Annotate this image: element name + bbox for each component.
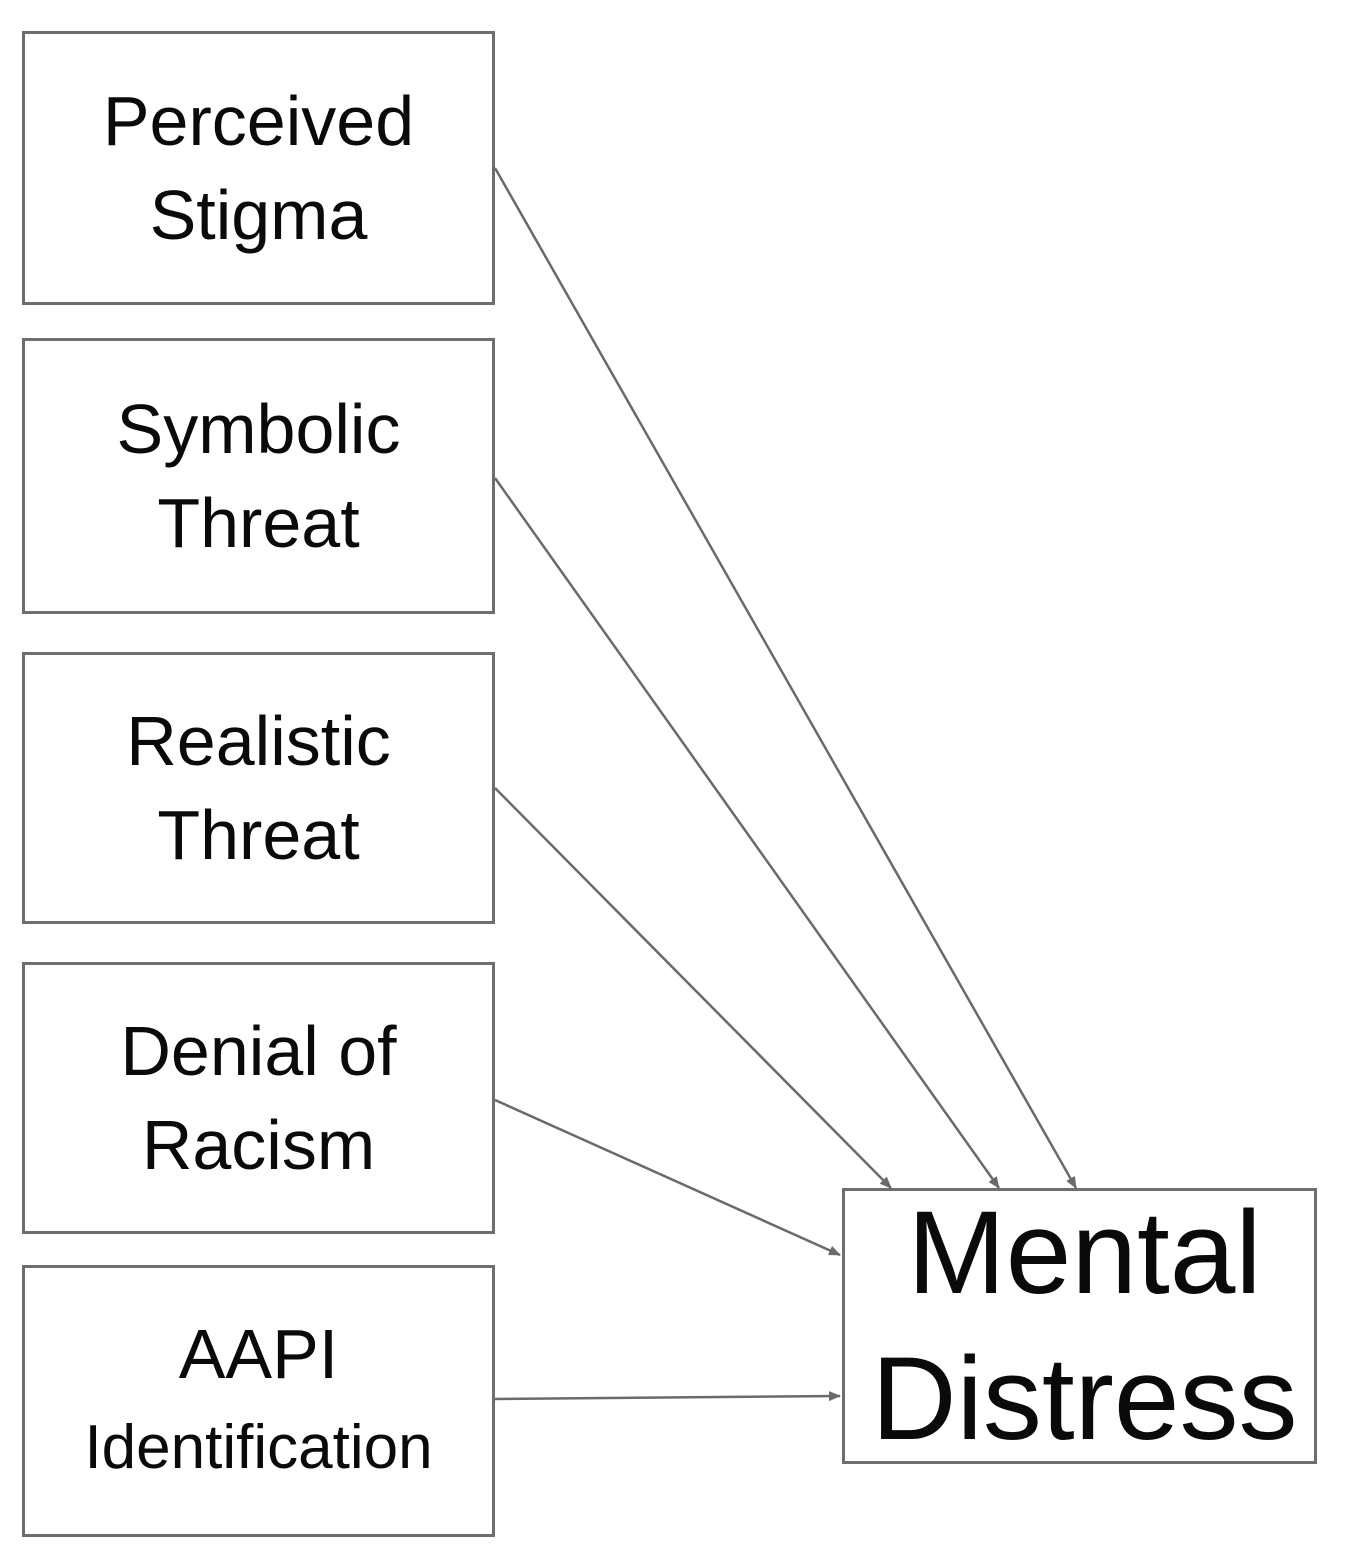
node-mental-distress: Mental Distress (842, 1187, 1317, 1465)
node-realistic-threat-line-1: Realistic (126, 702, 391, 780)
edge-aapi-identification-to-mental-distress (494, 1391, 841, 1402)
edge-realistic-threat-to-mental-distress (494, 787, 892, 1189)
edge-perceived-stigma-to-mental-distress (493, 167, 1078, 1189)
node-symbolic-threat: Symbolic Threat (22, 338, 495, 614)
node-mental-distress-line-2: Distress (871, 1333, 1298, 1465)
edge-denial-of-racism-to-mental-distress (494, 1098, 841, 1257)
node-denial-of-racism: Denial of Racism (22, 962, 495, 1234)
node-aapi-identification: AAPI Identification (22, 1265, 495, 1537)
node-aapi-identification-line-2: Identification (84, 1413, 433, 1482)
node-mental-distress-line-1: Mental (907, 1187, 1262, 1319)
node-realistic-threat-line-2: Threat (157, 796, 360, 874)
node-denial-of-racism-line-2: Racism (141, 1106, 376, 1184)
node-perceived-stigma-line-2: Stigma (149, 176, 368, 254)
node-aapi-identification-line-1: AAPI (178, 1315, 339, 1393)
node-symbolic-threat-line-2: Threat (157, 484, 360, 562)
node-realistic-threat: Realistic Threat (22, 652, 495, 924)
node-perceived-stigma-line-1: Perceived (102, 82, 415, 160)
node-symbolic-threat-line-1: Symbolic (116, 390, 401, 468)
edge-symbolic-threat-to-mental-distress (493, 477, 1001, 1189)
node-denial-of-racism-line-1: Denial of (120, 1012, 397, 1090)
node-perceived-stigma: Perceived Stigma (22, 31, 495, 305)
